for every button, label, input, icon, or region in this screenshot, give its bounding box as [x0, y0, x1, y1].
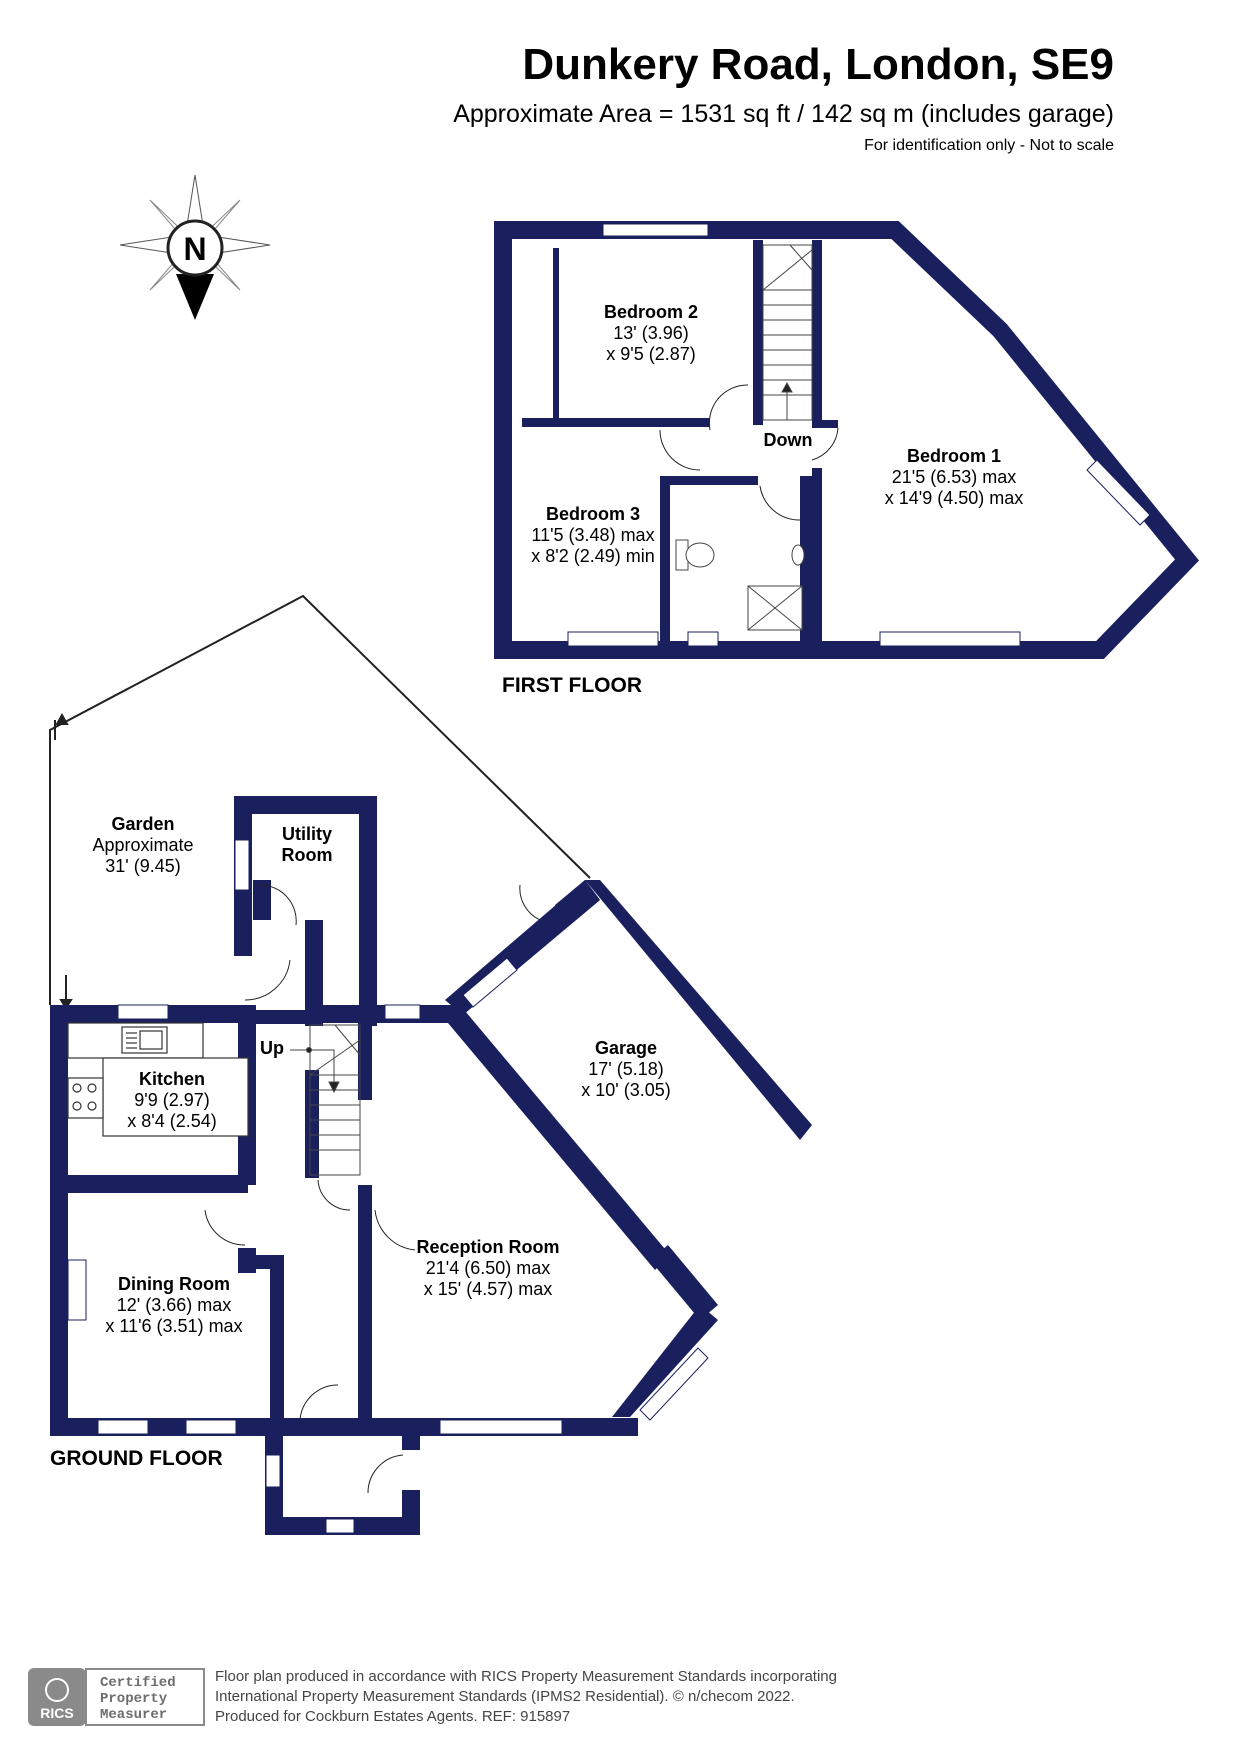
ground-floor-stairs — [290, 1024, 361, 1176]
garage-dim2: x 10' (3.05) — [581, 1080, 670, 1100]
dining-room-dim2: x 11'6 (3.51) max — [105, 1316, 242, 1336]
kitchen-name: Kitchen — [139, 1069, 205, 1089]
rics-certified-badge: RICS Certified Property Measurer — [28, 1668, 205, 1726]
footer-credits: Floor plan produced in accordance with R… — [215, 1667, 837, 1727]
bedroom-2-dim2: x 9'5 (2.87) — [606, 344, 695, 364]
first-floor-label: FIRST FLOOR — [502, 674, 642, 697]
first-floor-windows — [567, 223, 1151, 647]
kitchen-fixtures — [67, 1022, 249, 1137]
garage-dim1: 17' (5.18) — [588, 1059, 663, 1079]
page-title: Dunkery Road, London, SE9 — [522, 40, 1114, 89]
bedroom-1-dim2: x 14'9 (4.50) max — [885, 488, 1024, 508]
bedroom-3-dim2: x 8'2 (2.49) min — [531, 546, 655, 566]
bathroom-fixtures — [675, 539, 805, 631]
bedroom-2-name: Bedroom 2 — [604, 302, 698, 322]
dining-room-name: Dining Room — [118, 1274, 230, 1294]
ground-floor-windows — [67, 839, 709, 1534]
garden-dim1: Approximate — [92, 835, 193, 855]
ground-floor-plan — [50, 796, 812, 1535]
footer-line-3: Produced for Cockburn Estates Agents. RE… — [215, 1708, 571, 1725]
compass-rose-icon: N — [119, 174, 271, 320]
first-floor-doors — [659, 384, 839, 521]
utility-room-line2: Room — [282, 845, 333, 865]
bedroom-3-dim1: 11'5 (3.48) max — [531, 525, 654, 545]
garden-dim2: 31' (9.45) — [105, 856, 180, 876]
compass-label: N — [183, 231, 206, 267]
footer-line-1: Floor plan produced in accordance with R… — [215, 1668, 837, 1685]
bedroom-3-name: Bedroom 3 — [546, 504, 640, 524]
bedroom-2-dim1: 13' (3.96) — [613, 323, 688, 343]
kitchen-dim1: 9'9 (2.97) — [134, 1090, 209, 1110]
reception-room-name: Reception Room — [416, 1237, 559, 1257]
ground-floor-label: GROUND FLOOR — [50, 1447, 223, 1470]
bedroom-1-dim1: 21'5 (6.53) max — [892, 467, 1017, 487]
first-floor-plan — [494, 221, 1200, 659]
reception-room-dim1: 21'4 (6.50) max — [426, 1258, 551, 1278]
ground-floor-doors — [204, 884, 541, 1494]
garden-name: Garden — [111, 814, 174, 834]
footer-line-2: International Property Measurement Stand… — [215, 1688, 795, 1705]
reception-room-dim2: x 15' (4.57) max — [424, 1279, 553, 1299]
bedroom-1-name: Bedroom 1 — [907, 446, 1001, 466]
stairs-up-label: Up — [260, 1038, 284, 1058]
badge-line1: Certified — [100, 1675, 176, 1691]
garden-outline — [49, 594, 591, 1010]
dining-room-dim1: 12' (3.66) max — [117, 1295, 232, 1315]
utility-room-line1: Utility — [282, 824, 332, 844]
first-floor-stairs — [762, 244, 813, 421]
badge-line2: Property — [100, 1691, 168, 1707]
area-subtitle: Approximate Area = 1531 sq ft / 142 sq m… — [453, 100, 1114, 128]
badge-line3: Measurer — [100, 1707, 167, 1723]
kitchen-dim2: x 8'4 (2.54) — [127, 1111, 216, 1131]
garage-name: Garage — [595, 1038, 657, 1058]
rics-org-label: RICS — [40, 1705, 73, 1721]
stairs-down-label: Down — [764, 430, 813, 450]
scale-note: For identification only - Not to scale — [864, 137, 1114, 154]
